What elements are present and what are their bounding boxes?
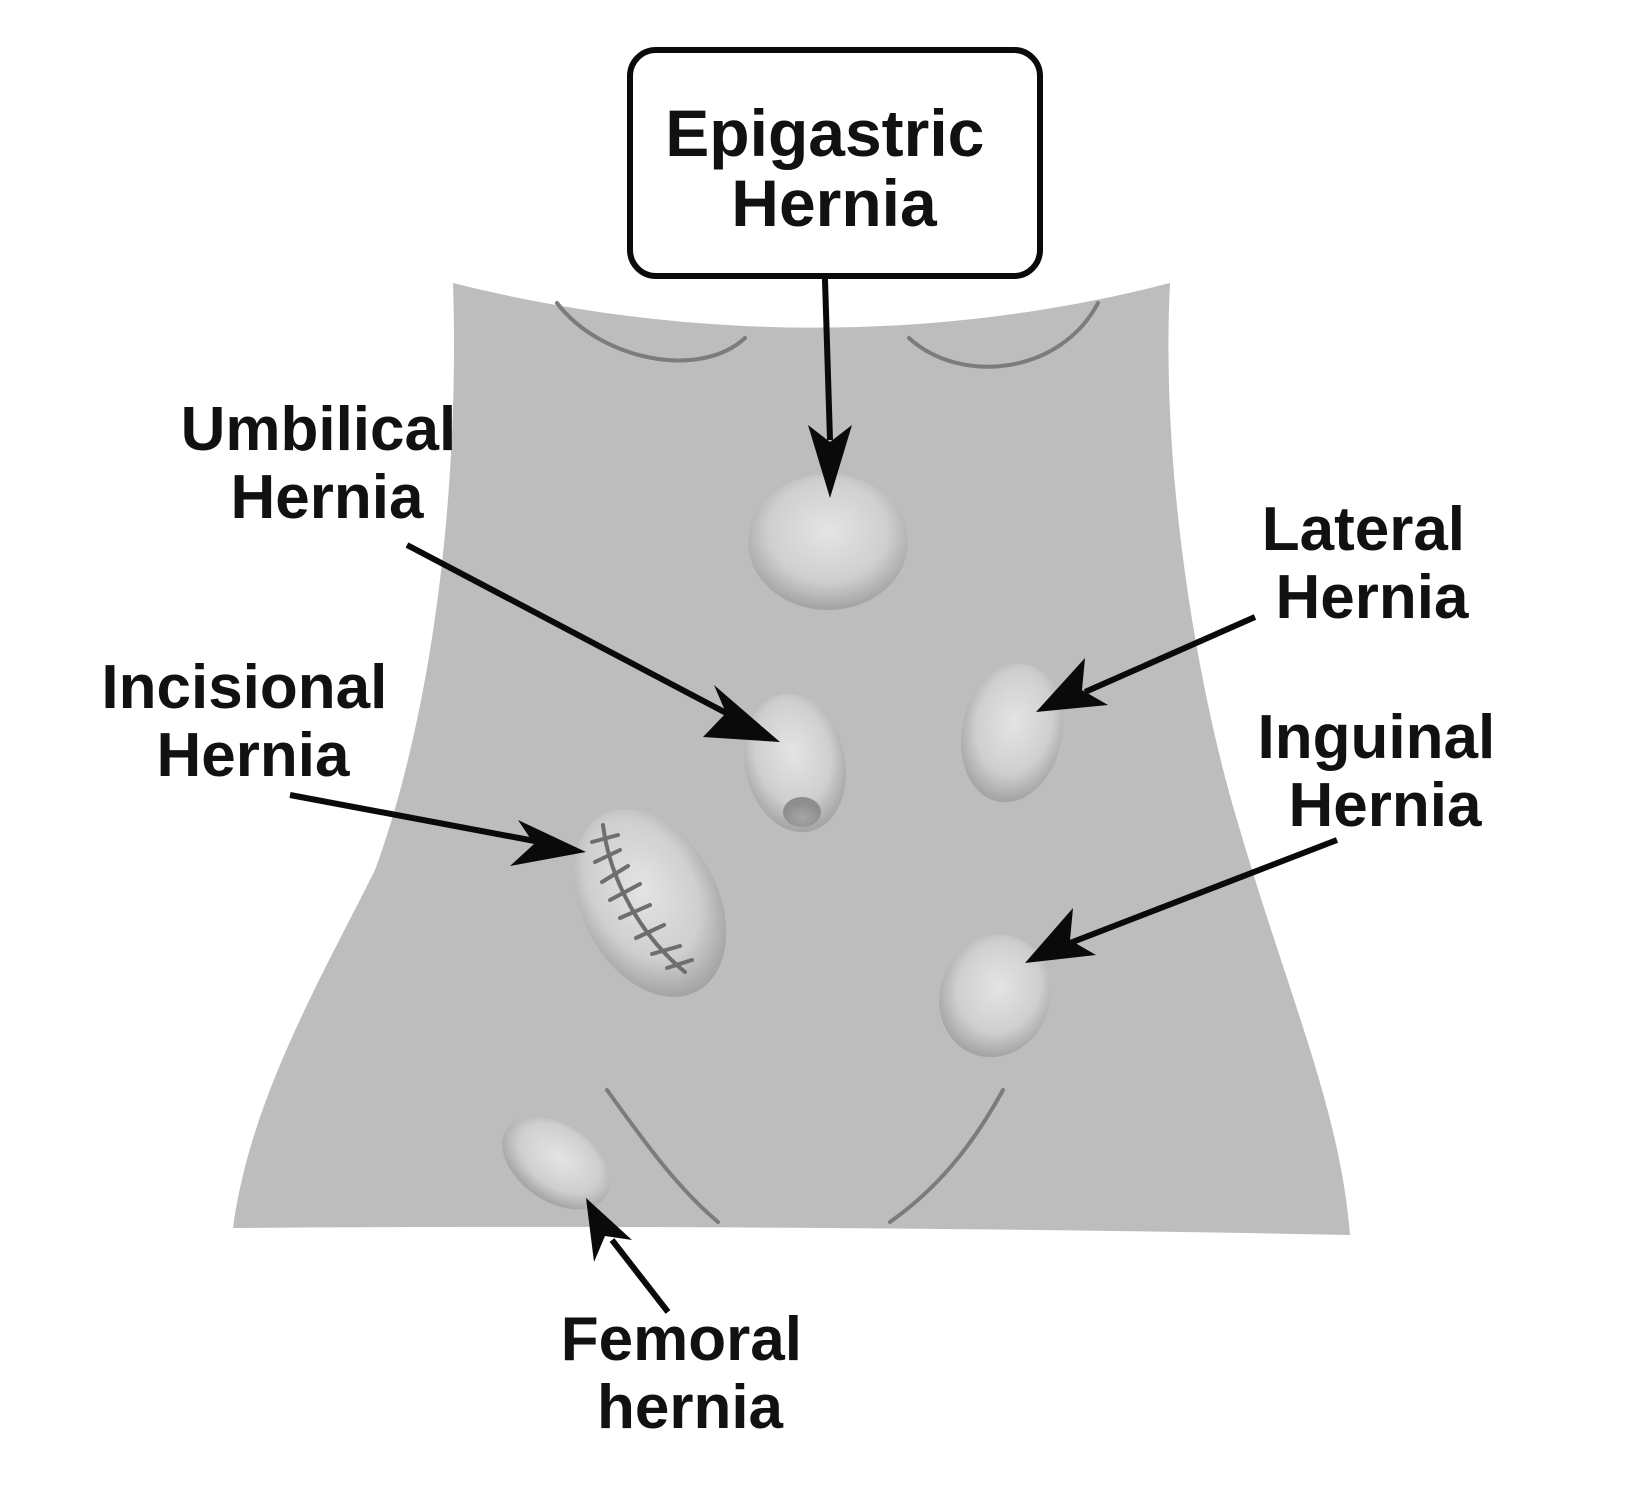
lateral-leader [1083,614,1257,695]
epigastric-label: Epigastric Hernia [665,96,1002,240]
umbilical-label-line1: Umbilical [181,395,457,464]
right-groin-curve [888,1088,1005,1224]
epigastric-bulge [748,474,908,610]
lateral-label-line2: Hernia [1276,563,1469,632]
left-groin-curve [605,1088,720,1224]
epigastric-label-line1: Epigastric [665,96,984,170]
incisional-leader [289,792,541,845]
umbilical-label-line2: Hernia [231,463,424,532]
lateral-arrowhead [1036,658,1108,712]
incisional-arrowhead [510,820,586,866]
umbilical-arrowhead [703,685,780,742]
femoral-label: Femoral hernia [561,1305,819,1442]
umbilical-label: Umbilical Hernia [181,395,474,532]
navel [783,797,821,827]
inguinal-arrowhead [1025,908,1096,963]
incisional-label: Incisional Hernia [101,653,404,790]
femoral-arrowhead [586,1198,632,1262]
inguinal-leader [1068,837,1339,946]
lateral-label-line1: Lateral [1262,495,1465,564]
inguinal-label-line1: Inguinal [1258,703,1496,772]
umbilical-bulge [743,693,847,833]
epigastric-leader [821,247,833,441]
lateral-label: Lateral Hernia [1262,495,1483,632]
inguinal-label-line2: Hernia [1289,771,1482,840]
lateral-bulge [960,663,1064,803]
umbilical-leader [405,542,732,718]
femoral-leader [609,1238,671,1314]
epigastric-label-line2: Hernia [731,166,938,240]
femoral-bulge [502,1116,610,1210]
suture-line [601,823,687,974]
femoral-label-line2: hernia [597,1373,784,1442]
incisional-label-line2: Hernia [157,721,350,790]
femoral-label-line1: Femoral [561,1305,802,1374]
left-rib-curve [555,301,747,363]
incisional-label-line1: Incisional [101,653,387,722]
suture-stitches [590,833,694,970]
epigastric-callout-box [627,47,1043,279]
inguinal-label: Inguinal Hernia [1258,703,1513,840]
right-rib-curve [907,301,1100,369]
epigastric-arrowhead [808,425,852,498]
inguinal-bulge [939,934,1051,1058]
